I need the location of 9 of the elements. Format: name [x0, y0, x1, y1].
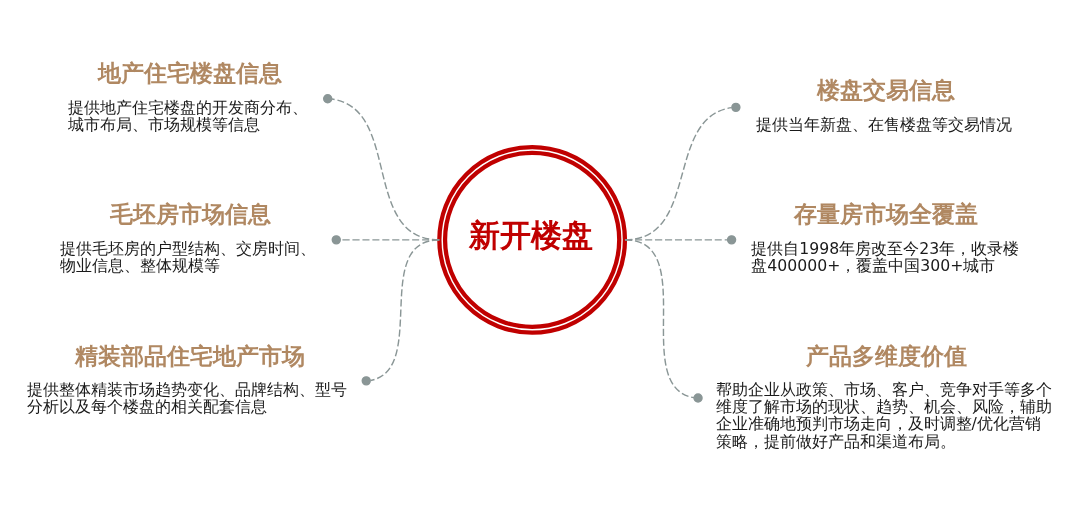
node-text: 地产住宅楼盘信息 提供地产住宅楼盘的开发商分布、城市布局、市场规模等信息 [68, 59, 309, 134]
connector [361, 238, 441, 386]
node-text: 存量房市场全覆盖 提供自1998年房改至今23年，收录楼盘400000+，覆盖中国300+城市 [751, 200, 1020, 275]
node-text: 产品多维度价值 帮助企业从政策、市场、客户、竞争对手等多个维度了解市场的现状、趋势、机会、风险，辅助企业准确地预判市场走向，及时调整/优化营销策略，提前做好产品和渠道布局。 [715, 342, 1052, 451]
node-text: 毛坯房市场信息 提供毛坯房的户型结构、交房时间、物业信息、整体规模等 [59, 200, 316, 275]
node-text: 楼盘交易信息 提供当年新盘、在售楼盘等交易情况 [755, 76, 1012, 134]
connector [624, 238, 703, 403]
node-text: 精装部品住宅地产市场 提供整体精装市场趋势变化、品牌结构、型号分析以及每个楼盘的相关配套信息 [26, 342, 347, 416]
node-circle: 新开楼盘 [437, 144, 628, 335]
